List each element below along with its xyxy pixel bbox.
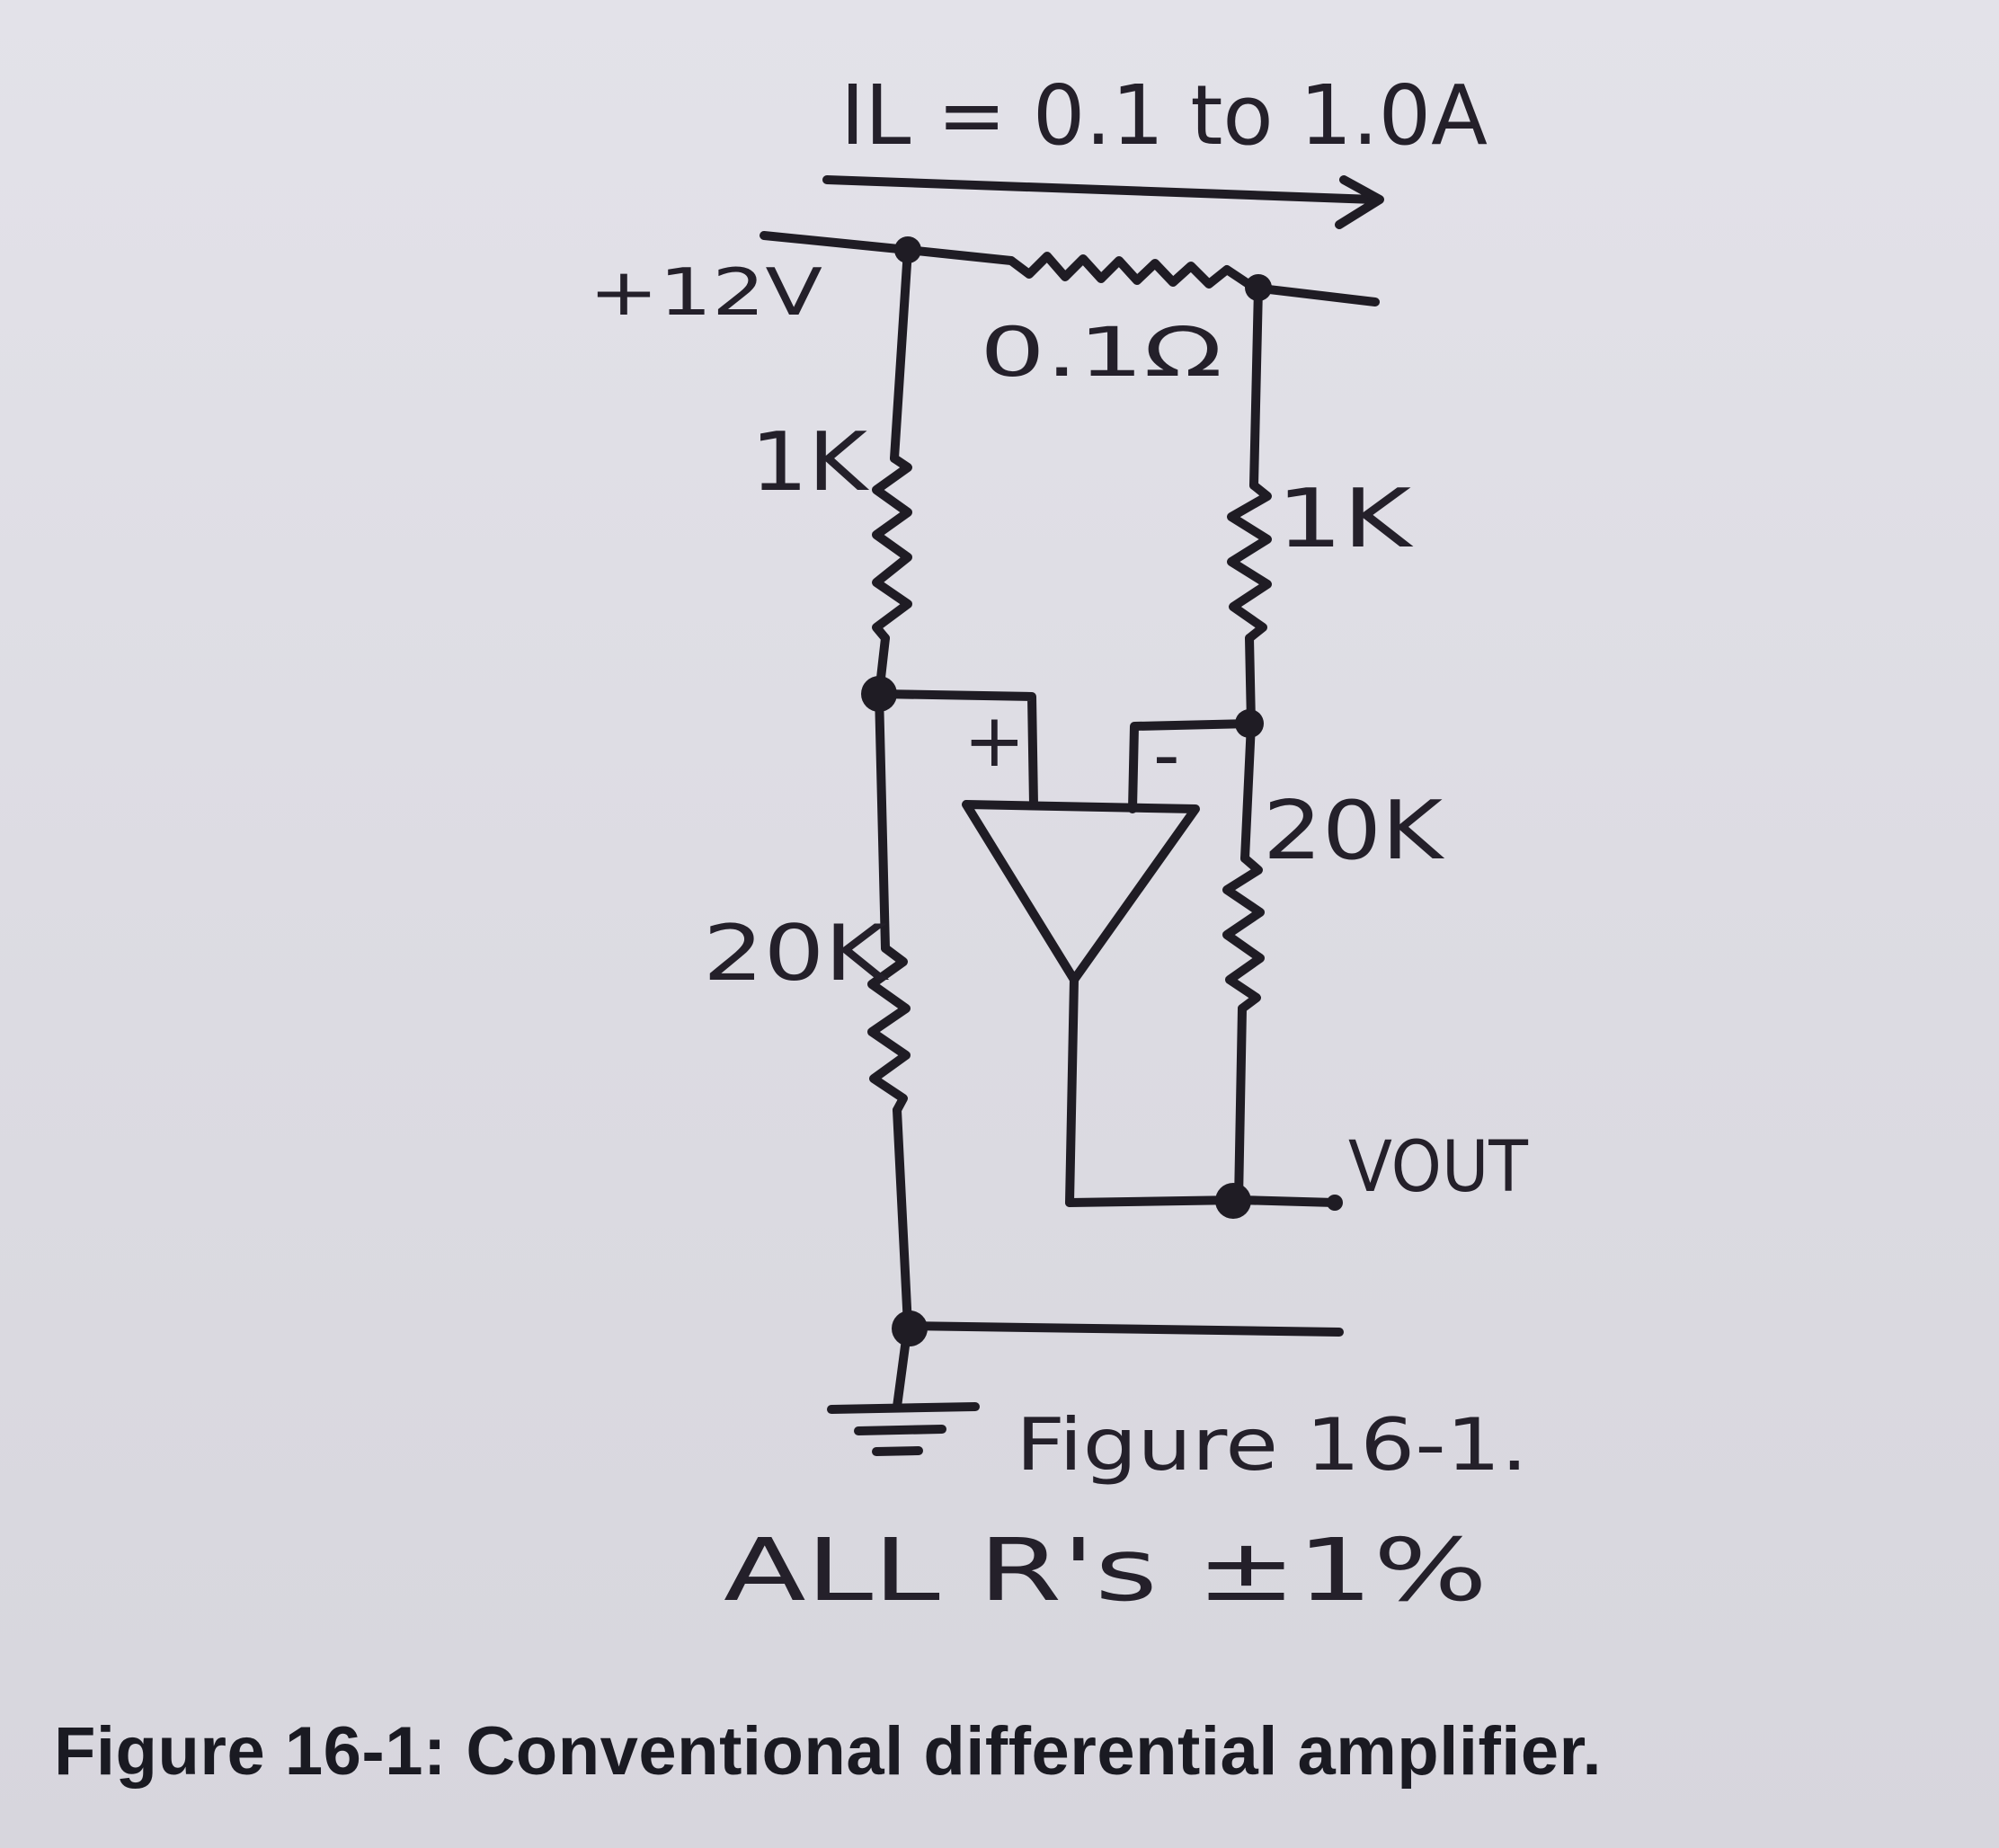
node-dot-minus bbox=[1235, 709, 1264, 738]
node-dot-supply bbox=[894, 236, 921, 263]
current-label: IL = 0.1 to 1.0A bbox=[840, 67, 1488, 164]
handwritten-figure-label: Figure 16-1. bbox=[1016, 1403, 1528, 1487]
output-label: VOUT bbox=[1348, 1127, 1528, 1208]
supply-rail bbox=[760, 231, 1380, 307]
node-dot-plus bbox=[861, 676, 897, 712]
tolerance-note: ALL R's ±1% bbox=[724, 1520, 1488, 1621]
right-lower-resistor-label: 20K bbox=[1263, 784, 1444, 878]
sense-resistor-label: 0.1Ω bbox=[980, 312, 1222, 392]
node-dot-output bbox=[1215, 1183, 1251, 1219]
node-dot-sense bbox=[1245, 274, 1272, 301]
node-dot-vout-terminal bbox=[1327, 1195, 1343, 1211]
supply-label: +12V bbox=[589, 254, 822, 330]
op-amp bbox=[875, 689, 1256, 1207]
output-wire bbox=[1065, 1195, 1339, 1207]
plus-input-label: + bbox=[964, 698, 1026, 784]
left-upper-resistor-label: 1K bbox=[751, 415, 869, 510]
current-arrow bbox=[822, 175, 1384, 229]
sense-resistor bbox=[1007, 252, 1258, 292]
node-dot-ground bbox=[892, 1310, 928, 1346]
right-branch bbox=[1222, 283, 1272, 1204]
left-lower-resistor-label: 20K bbox=[703, 909, 890, 999]
minus-input-label: - bbox=[1153, 713, 1180, 798]
right-upper-resistor-label: 1K bbox=[1276, 472, 1414, 566]
figure-caption: Figure 16-1: Conventional differential a… bbox=[54, 1713, 1603, 1790]
left-branch bbox=[867, 245, 912, 1330]
